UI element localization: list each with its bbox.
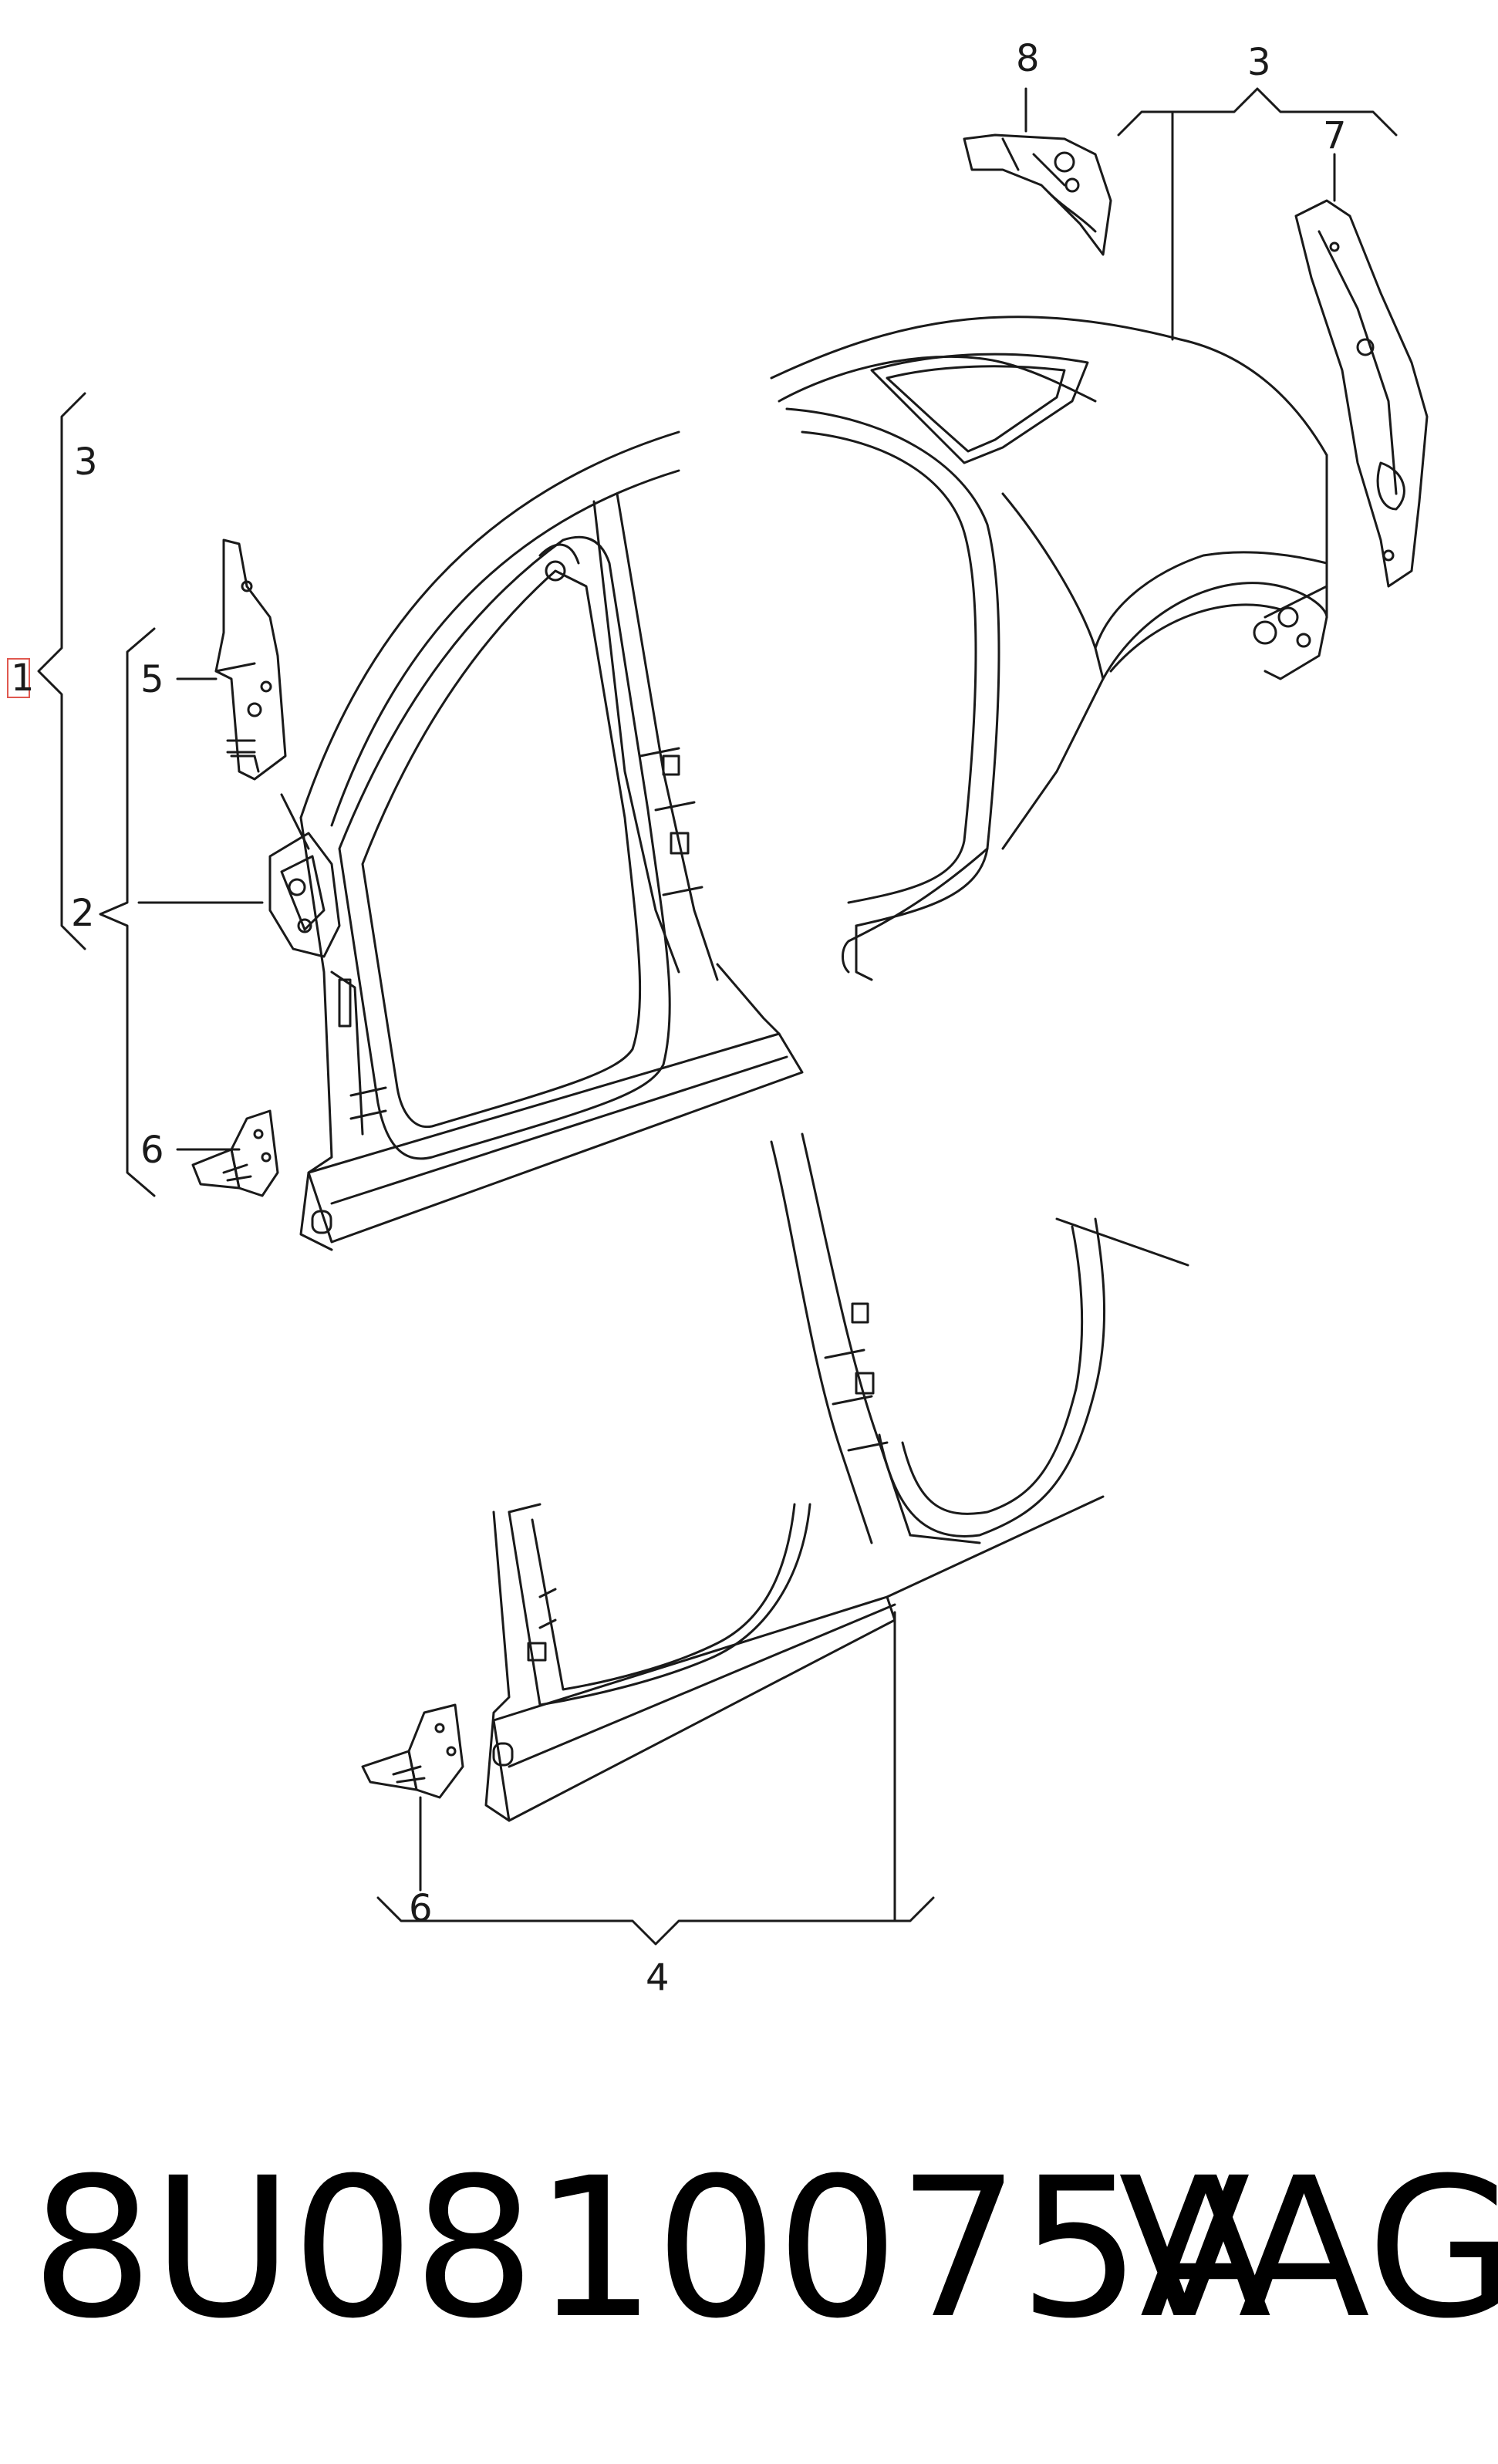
- hinge-bracket-6-lower: [361, 1703, 464, 1799]
- inner-panel-lower: [484, 1132, 1189, 1822]
- hinge-bracket-6-upper: [191, 1109, 279, 1197]
- side-panel-front-upper: [268, 430, 804, 1251]
- brand-name: VAG: [1118, 2136, 1498, 2361]
- callout-6-upper[interactable]: 6: [140, 1129, 164, 1172]
- side-panel-rear-upper: [770, 316, 1328, 981]
- part-number: 8U0810075A: [31, 2136, 1271, 2361]
- callout-7[interactable]: 7: [1323, 114, 1347, 157]
- callout-6-lower[interactable]: 6: [409, 1887, 433, 1930]
- callout-8[interactable]: 8: [1016, 37, 1040, 80]
- callout-1[interactable]: 1: [11, 657, 35, 700]
- callout-4[interactable]: 4: [646, 1956, 670, 2000]
- callout-2[interactable]: 2: [71, 892, 95, 935]
- callout-3-left[interactable]: 3: [74, 440, 98, 484]
- callout-1-highlight: [7, 658, 30, 698]
- callout-5[interactable]: 5: [140, 658, 164, 701]
- reinforcement-8: [963, 133, 1112, 256]
- reinforcement-7: [1294, 199, 1429, 588]
- callout-3-top[interactable]: 3: [1247, 41, 1271, 84]
- bracket-plate-5: [214, 538, 287, 781]
- leader-lines: [37, 87, 1398, 1946]
